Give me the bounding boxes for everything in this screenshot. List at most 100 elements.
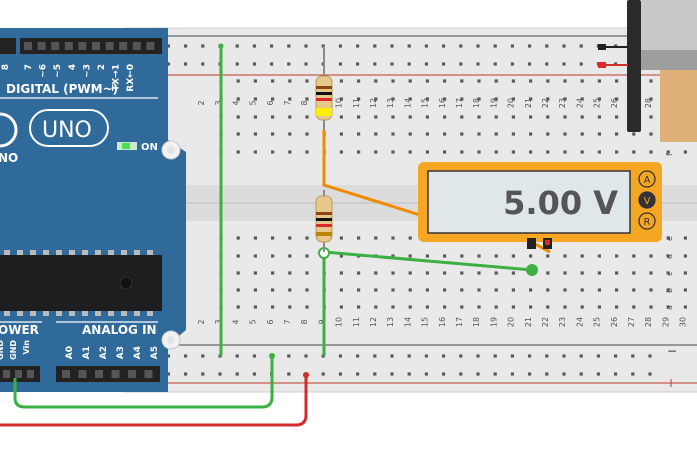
breadboard-hole[interactable] — [649, 254, 653, 258]
breadboard-hole[interactable] — [288, 150, 292, 154]
rail-hole[interactable] — [596, 372, 600, 376]
rail-hole[interactable] — [510, 372, 514, 376]
breadboard-hole[interactable] — [683, 254, 687, 258]
rail-hole[interactable] — [459, 372, 463, 376]
breadboard-hole[interactable] — [391, 288, 395, 292]
header-pin[interactable] — [62, 370, 70, 378]
breadboard-hole[interactable] — [236, 115, 240, 119]
wire-endpoint[interactable] — [269, 353, 275, 359]
rail-hole[interactable] — [424, 372, 428, 376]
breadboard-hole[interactable] — [632, 305, 636, 309]
rail-hole[interactable] — [545, 372, 549, 376]
breadboard-hole[interactable] — [425, 115, 429, 119]
rail-hole[interactable] — [493, 372, 497, 376]
rail-hole[interactable] — [390, 372, 394, 376]
breadboard-hole[interactable] — [391, 236, 395, 240]
rail-hole[interactable] — [390, 44, 394, 48]
breadboard-hole[interactable] — [288, 79, 292, 83]
breadboard-hole[interactable] — [546, 305, 550, 309]
rail-hole[interactable] — [356, 372, 360, 376]
breadboard-hole[interactable] — [425, 132, 429, 136]
rail-hole[interactable] — [528, 44, 532, 48]
rail-hole[interactable] — [562, 372, 566, 376]
rail-hole[interactable] — [356, 62, 360, 66]
rail-hole[interactable] — [424, 44, 428, 48]
header-pin[interactable] — [15, 370, 22, 378]
rail-hole[interactable] — [252, 44, 256, 48]
breadboard-hole[interactable] — [305, 236, 309, 240]
breadboard-hole[interactable] — [666, 254, 670, 258]
breadboard-hole[interactable] — [632, 254, 636, 258]
breadboard-hole[interactable] — [305, 97, 309, 101]
breadboard-hole[interactable] — [253, 288, 257, 292]
rail-hole[interactable] — [424, 354, 428, 358]
breadboard-hole[interactable] — [580, 79, 584, 83]
breadboard-hole[interactable] — [288, 254, 292, 258]
rail-hole[interactable] — [614, 372, 618, 376]
rail-hole[interactable] — [373, 44, 377, 48]
digital-header-left[interactable] — [0, 38, 16, 54]
rail-hole[interactable] — [510, 62, 514, 66]
rail-hole[interactable] — [390, 354, 394, 358]
wire-green-gnd[interactable] — [13, 356, 274, 409]
breadboard-hole[interactable] — [477, 271, 481, 275]
breadboard-hole[interactable] — [511, 97, 515, 101]
power-supply[interactable] — [598, 0, 697, 142]
breadboard-hole[interactable] — [546, 288, 550, 292]
rail-hole[interactable] — [252, 62, 256, 66]
rail-hole[interactable] — [321, 372, 325, 376]
breadboard-hole[interactable] — [253, 115, 257, 119]
bottom-header-pins[interactable] — [3, 370, 153, 378]
rail-hole[interactable] — [476, 372, 480, 376]
breadboard-hole[interactable] — [597, 79, 601, 83]
rail-hole[interactable] — [459, 62, 463, 66]
breadboard-hole[interactable] — [649, 132, 653, 136]
breadboard-hole[interactable] — [580, 288, 584, 292]
header-pin[interactable] — [3, 370, 10, 378]
breadboard-hole[interactable] — [236, 79, 240, 83]
header-pin[interactable] — [132, 42, 141, 50]
breadboard-hole[interactable] — [460, 132, 464, 136]
meter-probe-black-port[interactable] — [527, 238, 536, 249]
breadboard-hole[interactable] — [391, 97, 395, 101]
breadboard-hole[interactable] — [253, 254, 257, 258]
breadboard-hole[interactable] — [494, 305, 498, 309]
rail-hole[interactable] — [287, 62, 291, 66]
rail-hole[interactable] — [356, 44, 360, 48]
breadboard-hole[interactable] — [683, 305, 687, 309]
breadboard-hole[interactable] — [339, 79, 343, 83]
breadboard-hole[interactable] — [649, 115, 653, 119]
breadboard-hole[interactable] — [236, 254, 240, 258]
breadboard-hole[interactable] — [597, 271, 601, 275]
breadboard-hole[interactable] — [253, 150, 257, 154]
breadboard-hole[interactable] — [529, 115, 533, 119]
rail-hole[interactable] — [545, 62, 549, 66]
resistor-top[interactable] — [315, 46, 333, 130]
breadboard-hole[interactable] — [443, 150, 447, 154]
breadboard-hole[interactable] — [615, 271, 619, 275]
breadboard-hole[interactable] — [597, 288, 601, 292]
rail-hole[interactable] — [648, 354, 652, 358]
breadboard-hole[interactable] — [649, 305, 653, 309]
breadboard-hole[interactable] — [408, 288, 412, 292]
rail-hole[interactable] — [184, 372, 188, 376]
rail-hole[interactable] — [201, 372, 205, 376]
rail-hole[interactable] — [579, 354, 583, 358]
rail-hole[interactable] — [201, 62, 205, 66]
breadboard-hole[interactable] — [580, 254, 584, 258]
wire-green-to-meter[interactable] — [323, 250, 533, 272]
rail-hole[interactable] — [562, 354, 566, 358]
rail-hole[interactable] — [184, 354, 188, 358]
breadboard-hole[interactable] — [546, 271, 550, 275]
breadboard-hole[interactable] — [357, 305, 361, 309]
breadboard-hole[interactable] — [253, 97, 257, 101]
rail-hole[interactable] — [166, 44, 170, 48]
rail-hole[interactable] — [287, 44, 291, 48]
rail-hole[interactable] — [235, 62, 239, 66]
breadboard-hole[interactable] — [391, 150, 395, 154]
breadboard-hole[interactable] — [253, 236, 257, 240]
breadboard-hole[interactable] — [271, 150, 275, 154]
breadboard-hole[interactable] — [649, 79, 653, 83]
breadboard-hole[interactable] — [357, 288, 361, 292]
breadboard-hole[interactable] — [580, 305, 584, 309]
